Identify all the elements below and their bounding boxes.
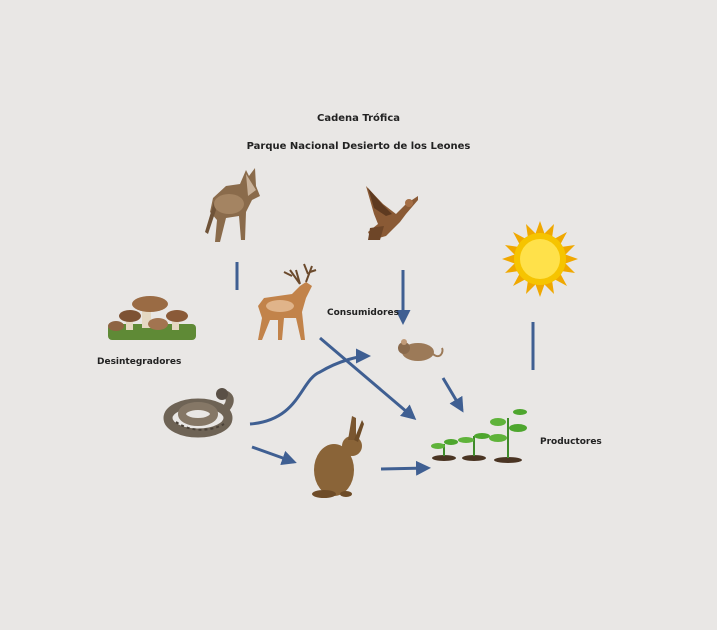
deer-to-plants-arrow xyxy=(319,336,417,420)
rabbit-to-plants-arrow xyxy=(380,460,431,476)
deer-icon xyxy=(258,263,317,340)
mouse-to-plants-arrow xyxy=(441,377,464,413)
producers-label: Productores xyxy=(540,437,602,447)
plants-icon xyxy=(431,409,527,463)
coyote-icon xyxy=(205,168,260,242)
diagram-title: Cadena Trófica xyxy=(317,113,400,124)
mushrooms-icon xyxy=(108,296,196,340)
mouse-icon xyxy=(398,339,444,361)
snake-to-mouse-arrow xyxy=(249,348,371,426)
diagram-subtitle: Parque Nacional Desierto de los Leones xyxy=(246,141,471,152)
hawk-icon xyxy=(366,186,418,240)
snake-icon xyxy=(163,388,234,438)
sun-icon xyxy=(502,221,578,297)
snake-to-rabbit-arrow xyxy=(251,445,297,466)
arrows xyxy=(235,262,535,476)
rabbit-icon xyxy=(312,416,364,498)
consumers-label: Consumidores xyxy=(327,308,399,318)
decomposers-label: Desintegradores xyxy=(97,357,182,367)
